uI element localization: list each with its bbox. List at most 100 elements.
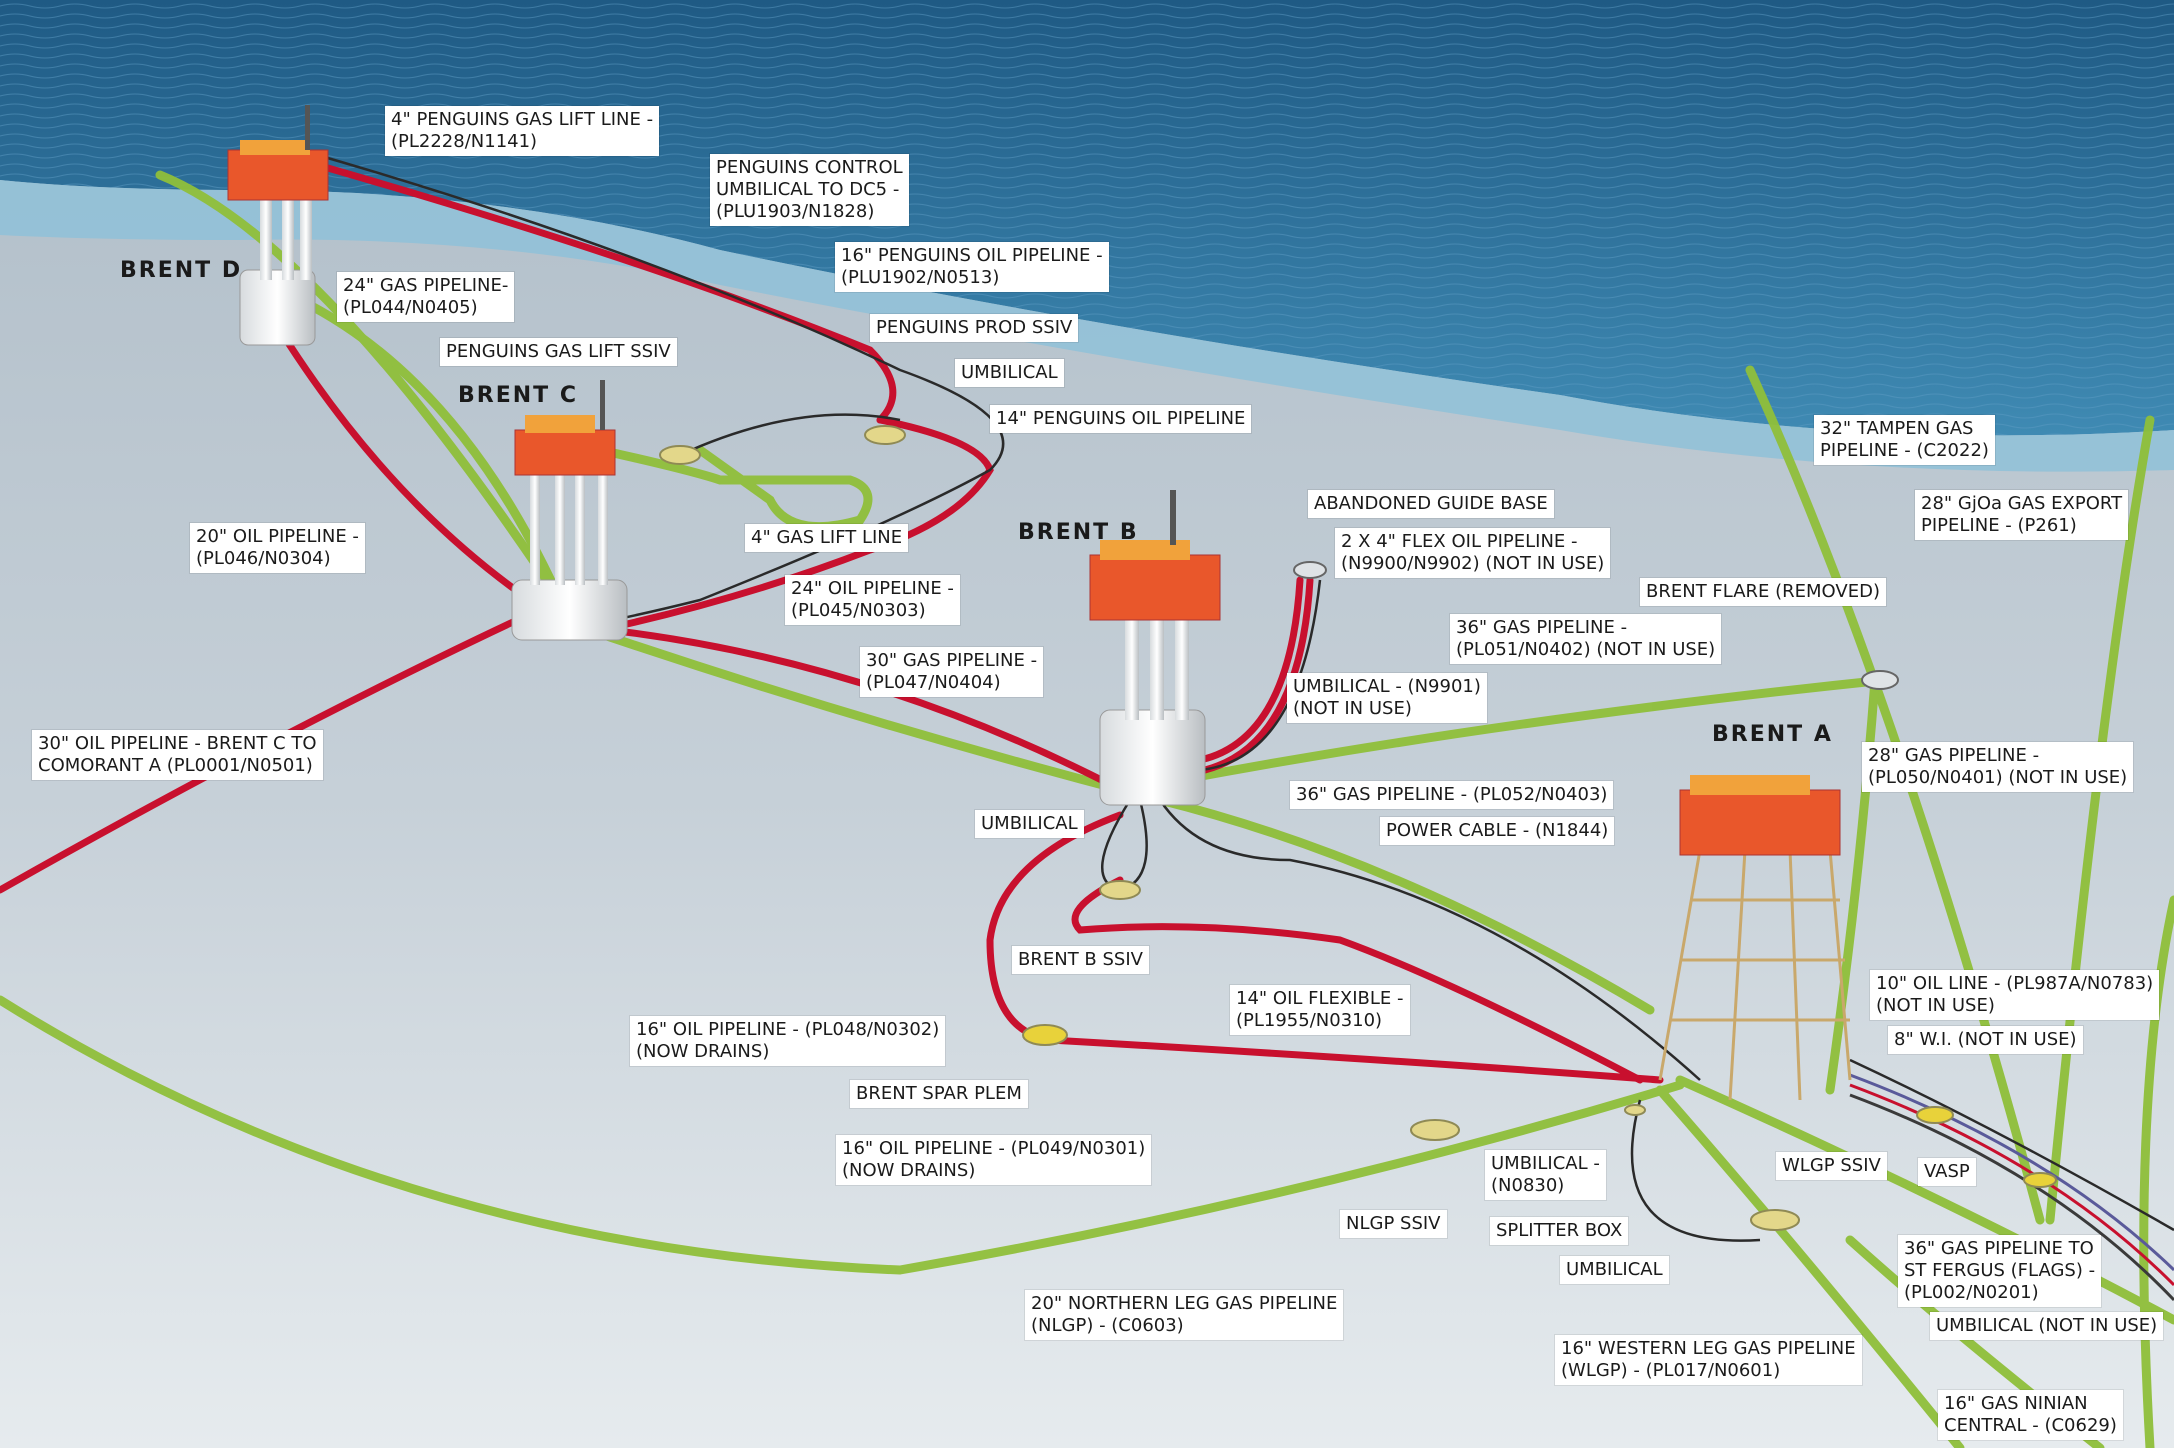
- flex-oil-pipeline-2: [1201, 576, 1314, 774]
- platform-brent-d: [227, 105, 329, 346]
- st-fergus-line: [1675, 1075, 2174, 1325]
- label-line: 4" PENGUINS GAS LIFT LINE -: [391, 109, 654, 130]
- label-oil-flexible-14: 14" OIL FLEXIBLE - (PL1955/N0310): [1230, 985, 1410, 1035]
- label-western-leg-gas: 16" WESTERN LEG GAS PIPELINE (WLGP) - (P…: [1555, 1335, 1862, 1385]
- label-gas-pipeline-36-st-fergus: 36" GAS PIPELINE TO ST FERGUS (FLAGS) - …: [1898, 1235, 2102, 1307]
- brent-b-ssiv-marker: [1099, 880, 1141, 900]
- penguins-gas-lift-umbilical: [679, 413, 901, 457]
- label-line: (PL051/N0402) (NOT IN USE): [1456, 639, 1716, 660]
- gas-pipeline-28-pl050: [1825, 675, 1880, 1095]
- oil-pipeline-16-pl048: [986, 811, 1124, 1044]
- label-line: 16" OIL PIPELINE - (PL049/N0301): [842, 1138, 1146, 1159]
- label-line: 14" OIL FLEXIBLE -: [1236, 988, 1404, 1009]
- label-oil-pipeline-20: 20" OIL PIPELINE - (PL046/N0304): [190, 523, 365, 573]
- label-line: COMORANT A (PL0001/N0501): [38, 755, 313, 776]
- northern-leg-gas: [0, 995, 1685, 1275]
- label-penguins-oil-pipeline-16: 16" PENGUINS OIL PIPELINE - (PLU1902/N05…: [835, 242, 1109, 292]
- oil-pipelines: [0, 156, 1664, 1084]
- label-line: (N0830): [1491, 1175, 1565, 1196]
- label-penguins-gas-lift-ssiv: PENGUINS GAS LIFT SSIV: [440, 338, 677, 366]
- label-line: 36" GAS PIPELINE - (PL052/N0403): [1296, 784, 1608, 805]
- oil-pipeline-24-pl045: [556, 621, 1144, 804]
- label-line: 4" GAS LIFT LINE: [751, 527, 903, 548]
- label-line: 16" GAS NINIAN: [1944, 1393, 2088, 1414]
- label-line: (PLU1903/N1828): [716, 201, 875, 222]
- platform-brent-b: [1089, 490, 1221, 806]
- label-line: (NOT IN USE): [1876, 995, 1995, 1016]
- umbilical-right: [1849, 1058, 2174, 1232]
- penguins-gas-lift-ssiv: [659, 445, 701, 465]
- label-line: PIPELINE - (P261): [1921, 515, 2077, 536]
- umbilicals: [299, 148, 2174, 1242]
- label-line: (NLGP) - (C0603): [1031, 1315, 1184, 1336]
- label-line: 2 X 4" FLEX OIL PIPELINE -: [1341, 531, 1578, 552]
- vasp-marker-2: [2023, 1172, 2057, 1188]
- brent-flare-marker: [1861, 670, 1899, 690]
- subsea-structures: [659, 425, 2057, 1231]
- label-gjoa-gas-export: 28" GjOa GAS EXPORT PIPELINE - (P261): [1915, 490, 2129, 540]
- label-flex-oil-pipeline: 2 X 4" FLEX OIL PIPELINE - (N9900/N9902)…: [1335, 528, 1611, 578]
- brent-spar-plem-marker: [1022, 1024, 1068, 1046]
- gas-pipeline-30-pl047: [555, 615, 1165, 805]
- label-line: 16" OIL PIPELINE - (PL048/N0302): [636, 1019, 940, 1040]
- label-nlgp-ssiv: NLGP SSIV: [1340, 1210, 1447, 1238]
- label-gas-pipeline-24: 24" GAS PIPELINE- (PL044/N0405): [337, 272, 515, 322]
- label-line: (WLGP) - (PL017/N0601): [1561, 1360, 1781, 1381]
- label-line: PIPELINE - (C2022): [1820, 440, 1989, 461]
- platform-label-brent-a: BRENT A: [1712, 722, 1833, 747]
- label-oil-pipeline-16-pl049: 16" OIL PIPELINE - (PL049/N0301) (NOW DR…: [836, 1135, 1152, 1185]
- label-gas-pipeline-30: 30" GAS PIPELINE - (PL047/N0404): [860, 647, 1044, 697]
- platform-brent-c: [511, 380, 628, 641]
- gas-green-right: [2139, 895, 2174, 1448]
- label-line: UMBILICAL TO DC5 -: [716, 179, 900, 200]
- label-oil-pipeline-30-comorant: 30" OIL PIPELINE - BRENT C TO COMORANT A…: [32, 730, 323, 780]
- label-umbilical-not-in-use: UMBILICAL (NOT IN USE): [1930, 1312, 2164, 1340]
- label-splitter-box: SPLITTER BOX: [1490, 1217, 1629, 1245]
- label-line: 24" OIL PIPELINE -: [791, 578, 954, 599]
- label-line: (PL045/N0303): [791, 600, 926, 621]
- power-cable: [1158, 799, 1701, 1081]
- label-line: (N9900/N9902) (NOT IN USE): [1341, 553, 1605, 574]
- label-gas-ninian-central: 16" GAS NINIAN CENTRAL - (C0629): [1938, 1390, 2123, 1440]
- label-line: UMBILICAL: [961, 362, 1058, 383]
- penguins-control-umbilical: [299, 148, 1005, 632]
- label-line: (PL2228/N1141): [391, 131, 538, 152]
- label-penguins-prod-ssiv: PENGUINS PROD SSIV: [870, 314, 1079, 342]
- label-line: (PL050/N0401) (NOT IN USE): [1868, 767, 2128, 788]
- splitter-box-marker: [1624, 1104, 1646, 1116]
- label-line: PENGUINS GAS LIFT SSIV: [446, 341, 671, 362]
- label-line: POWER CABLE - (N1844): [1386, 820, 1609, 841]
- label-line: (PLU1902/N0513): [841, 267, 1000, 288]
- label-wi-8: 8" W.I. (NOT IN USE): [1888, 1026, 2083, 1054]
- gas-lift-line-4: [595, 445, 873, 532]
- label-line: 32" TAMPEN GAS: [1820, 418, 1974, 439]
- penguins-oil-14: [596, 416, 994, 634]
- label-oil-line-10: 10" OIL LINE - (PL987A/N0783) (NOT IN US…: [1870, 970, 2160, 1020]
- label-line: 36" GAS PIPELINE TO: [1904, 1238, 2094, 1259]
- platform-label-brent-c: BRENT C: [458, 383, 578, 408]
- flex-oil-pipeline: [1196, 576, 1304, 764]
- label-power-cable: POWER CABLE - (N1844): [1380, 817, 1615, 845]
- label-vasp: VASP: [1918, 1158, 1976, 1186]
- guide-bases: [1293, 561, 1899, 690]
- label-brent-b-ssiv: BRENT B SSIV: [1012, 946, 1149, 974]
- label-oil-pipeline-16-pl048: 16" OIL PIPELINE - (PL048/N0302) (NOW DR…: [630, 1016, 946, 1066]
- label-line: (NOW DRAINS): [842, 1160, 976, 1181]
- platform-label-brent-b: BRENT B: [1018, 520, 1139, 545]
- oil-flexible-14: [1071, 876, 1644, 1084]
- label-line: 16" PENGUINS OIL PIPELINE -: [841, 245, 1103, 266]
- label-oil-pipeline-24: 24" OIL PIPELINE - (PL045/N0303): [785, 575, 960, 625]
- label-gas-pipeline-28: 28" GAS PIPELINE - (PL050/N0401) (NOT IN…: [1862, 742, 2134, 792]
- label-line: (PL044/N0405): [343, 297, 478, 318]
- nlgp-ssiv-marker: [1410, 1119, 1460, 1141]
- label-line: 20" OIL PIPELINE -: [196, 526, 359, 547]
- label-line: (NOT IN USE): [1293, 698, 1412, 719]
- platform-label-brent-d: BRENT D: [120, 258, 243, 283]
- label-gas-pipeline-36-pl052: 36" GAS PIPELINE - (PL052/N0403): [1290, 781, 1614, 809]
- label-line: (NOW DRAINS): [636, 1041, 770, 1062]
- gas-pipelines: [0, 170, 2174, 1448]
- label-line: UMBILICAL - (N9901): [1293, 676, 1481, 697]
- label-line: 14" PENGUINS OIL PIPELINE: [996, 408, 1246, 429]
